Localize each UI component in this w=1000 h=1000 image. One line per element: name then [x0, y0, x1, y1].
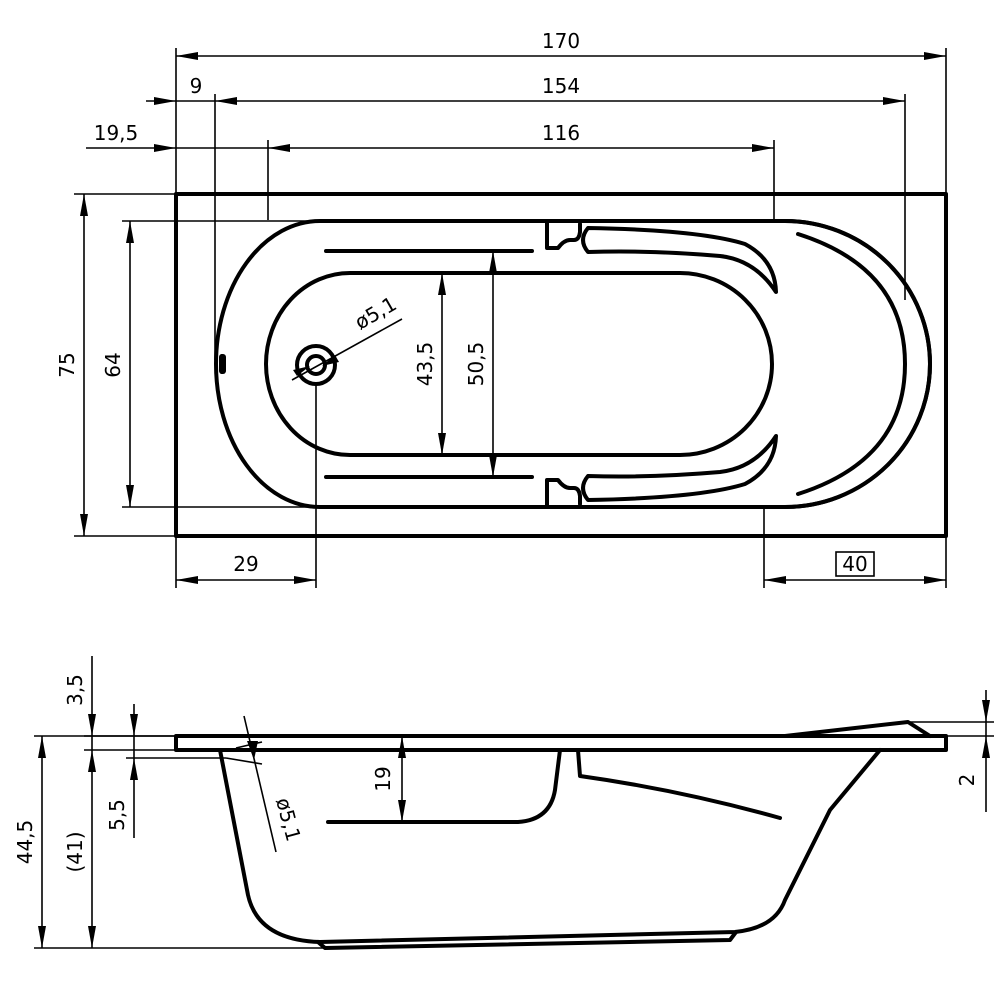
dim-64-arrow-top	[126, 221, 134, 243]
dim-19-arrow-top	[398, 736, 406, 758]
dim-2-arrow-top	[982, 700, 990, 722]
dim-116-label: 116	[542, 121, 580, 145]
dim-5-5-label: 5,5	[105, 799, 129, 831]
dim-43-5-arrow-top	[438, 273, 446, 295]
side-view: 19 ø5,1 3,5 5,5 44,5 (41)	[13, 656, 994, 950]
tub-floor-outline	[264, 271, 774, 457]
dim-116-arrow-right	[752, 144, 774, 152]
dim-116-arrow-left	[268, 144, 290, 152]
dim-44-5-label: 44,5	[13, 820, 37, 865]
dim-64-label: 64	[101, 352, 125, 377]
dim-19-arrow-bottom	[398, 800, 406, 822]
dim-3-5-arrow	[88, 714, 96, 736]
dim-2-arrow-bottom	[982, 736, 990, 758]
dim-40-box	[835, 551, 875, 577]
dim-41-arrow-top	[88, 750, 96, 772]
dim-43-5-label: 43,5	[413, 342, 437, 387]
dim-40-arrow-left	[764, 576, 786, 584]
dim-40-arrow-right	[924, 576, 946, 584]
dim-170-arrow-right	[924, 52, 946, 60]
dim-19-label: 19	[371, 766, 395, 791]
dim-154-arrow-right	[883, 97, 905, 105]
handle-grip-top	[581, 226, 778, 294]
dim-9-arrow	[154, 97, 176, 105]
dim-43-5-arrow-bottom	[438, 433, 446, 455]
dim-19-5-arrow	[154, 144, 176, 152]
handle-notch-top	[545, 221, 582, 250]
dim-3-5-label: 3,5	[63, 674, 87, 706]
side-tub-body	[218, 748, 882, 944]
drain-leader-arrow-2	[293, 366, 310, 376]
backrest-outer-edge	[783, 219, 932, 509]
drain-leader-arrow	[322, 355, 339, 366]
dim-44-5-arrow-bottom	[38, 926, 46, 948]
dim-154-label: 154	[542, 74, 580, 98]
overflow-line-1	[243, 715, 277, 853]
overflow-mark-fill	[219, 354, 226, 374]
dim-19-5-label: 19,5	[94, 121, 139, 145]
backrest-inner-edge	[796, 232, 907, 496]
overflow-diameter-label: ø5,1	[271, 795, 306, 844]
dim-170-label: 170	[542, 29, 580, 53]
dim-75-arrow-top	[80, 194, 88, 216]
dim-29-arrow-left	[176, 576, 198, 584]
dim-64-arrow-bottom	[126, 485, 134, 507]
tub-outer-rim	[174, 192, 948, 538]
dim-50-5-label: 50,5	[464, 342, 488, 387]
handle-notch-bottom	[545, 478, 582, 507]
dim-5-5-arrow-bottom	[130, 758, 138, 780]
drain-inner-circle	[305, 354, 327, 376]
dim-170-arrow-left	[176, 52, 198, 60]
side-rim	[174, 734, 948, 752]
drain-diameter-label: ø5,1	[351, 292, 401, 335]
side-seat-ledge	[326, 748, 562, 824]
dim-40-label: 40	[842, 552, 867, 576]
dim-44-5-arrow-top	[38, 736, 46, 758]
dim-9-label: 9	[190, 74, 203, 98]
dim-2-label: 2	[955, 774, 979, 787]
dim-50-5-arrow-bottom	[489, 455, 497, 477]
side-backrest-inner	[576, 748, 782, 820]
dim-154-arrow-left	[215, 97, 237, 105]
dim-29-arrow-right	[294, 576, 316, 584]
dim-41-arrow-bottom	[88, 926, 96, 948]
top-view: ø5,1 170 154 9 116 19,5 75	[55, 29, 948, 588]
drain-leader-line	[291, 318, 403, 381]
dim-50-5-arrow-top	[489, 251, 497, 273]
dim-41-label: (41)	[63, 831, 87, 872]
handle-grip-bottom	[581, 434, 778, 502]
drain-outer-circle	[295, 344, 337, 386]
overflow-arrow	[247, 741, 258, 760]
dim-5-5-arrow-top	[130, 714, 138, 736]
dim-75-label: 75	[55, 352, 79, 377]
dim-29-label: 29	[233, 552, 258, 576]
overflow-tick-2	[225, 757, 263, 765]
dim-75-arrow-bottom	[80, 514, 88, 536]
side-backrest-raised	[783, 720, 932, 738]
side-tub-floor	[316, 930, 738, 950]
